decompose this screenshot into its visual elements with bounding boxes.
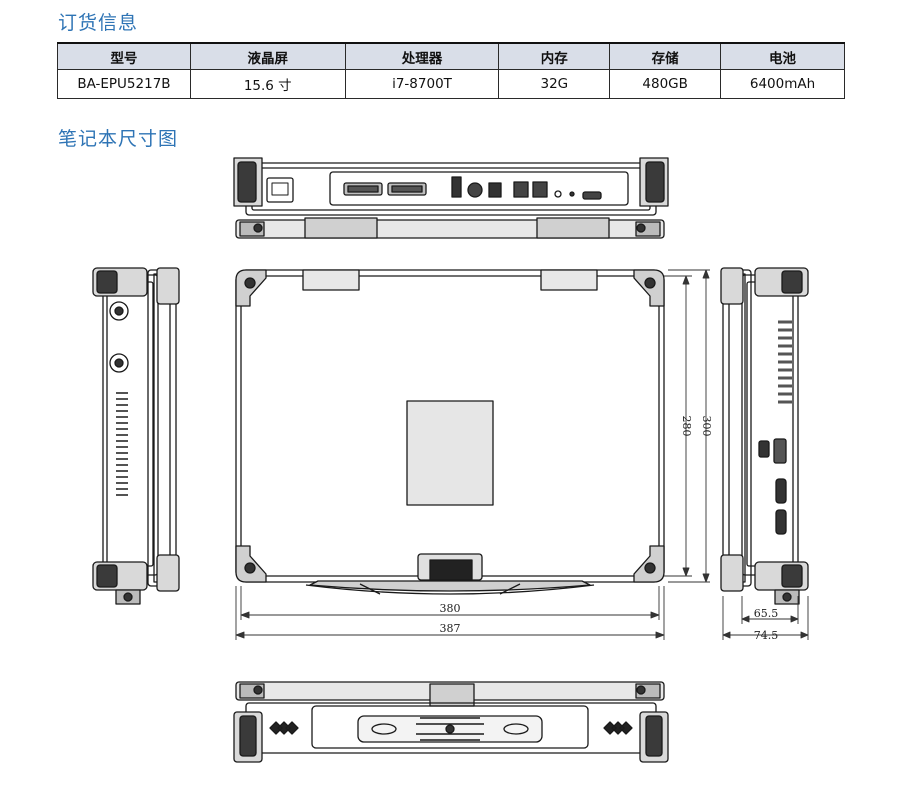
dim-inner-depth: 65.5	[754, 607, 779, 620]
dim-inner-width: 380	[440, 602, 461, 615]
col-header-screen: 液晶屏	[189, 42, 346, 70]
spec-table-header-row: 型号 液晶屏 处理器 内存 存储 电池	[57, 42, 845, 70]
rear-view	[233, 157, 669, 239]
left-side-view	[92, 267, 180, 605]
dimension-drawing-heading: 笔记本尺寸图	[58, 128, 179, 150]
table-row: BA-EPU5217B 15.6 寸 i7-8700T 32G 480GB 64…	[57, 69, 845, 99]
cell-cpu: i7-8700T	[344, 69, 500, 99]
spec-table: 型号 液晶屏 处理器 内存 存储 电池 BA-EPU5217B 15.6 寸 i…	[57, 42, 845, 99]
col-header-cpu: 处理器	[344, 42, 500, 70]
lid-front-view	[235, 269, 665, 595]
bottom-view	[233, 681, 669, 763]
cell-model: BA-EPU5217B	[57, 69, 191, 99]
cell-battery: 6400mAh	[720, 69, 845, 99]
dim-inner-height: 280	[680, 416, 693, 437]
dim-outer-height: 300	[700, 416, 713, 437]
cell-storage: 480GB	[609, 69, 722, 99]
cell-memory: 32G	[498, 69, 611, 99]
dim-outer-width: 387	[440, 622, 461, 635]
col-header-memory: 内存	[498, 42, 611, 70]
dim-outer-depth: 74.5	[754, 629, 779, 642]
dimension-lines	[235, 269, 809, 640]
order-info-heading: 订货信息	[58, 12, 139, 34]
cell-screen: 15.6 寸	[189, 69, 346, 99]
right-side-view	[720, 267, 809, 605]
col-header-storage: 存储	[609, 42, 722, 70]
